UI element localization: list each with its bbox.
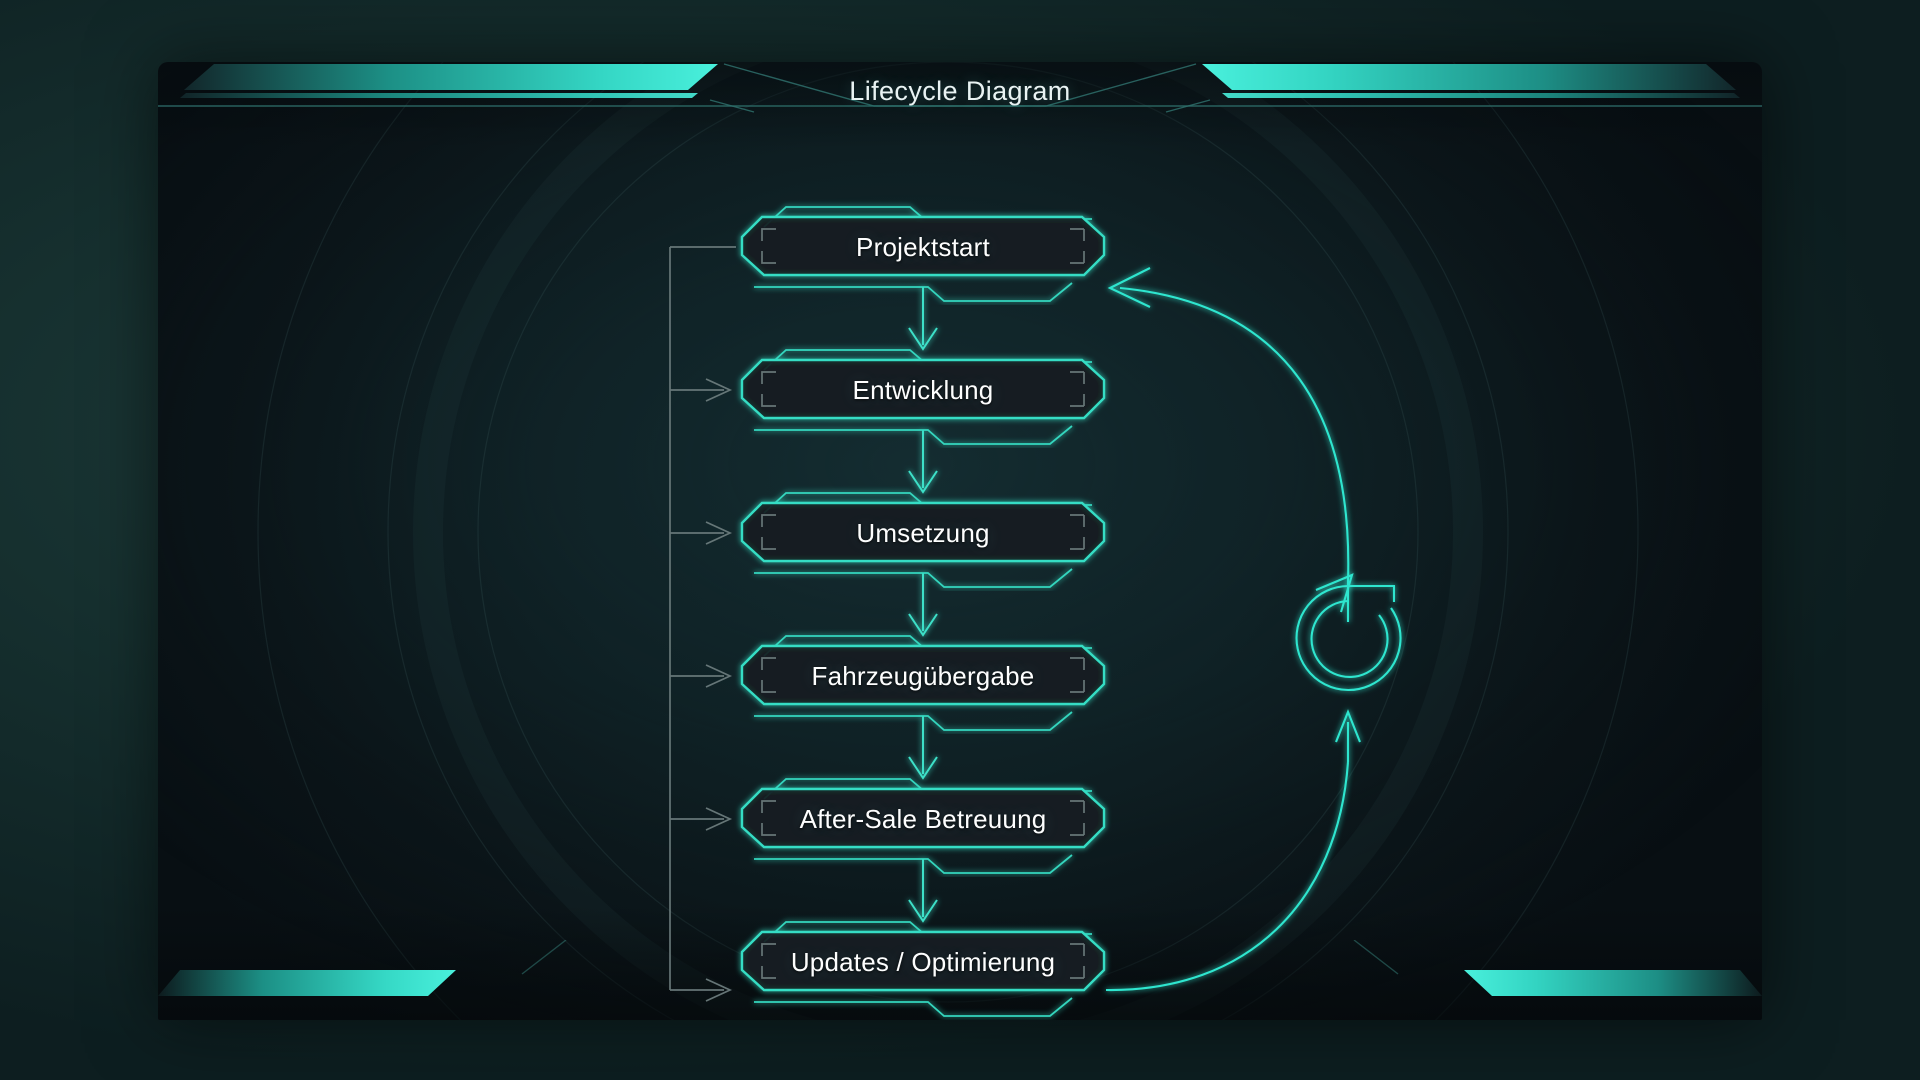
node-after-sale-betreuung[interactable]: After-Sale Betreuung [740,778,1106,874]
node-label: Fahrzeugübergabe [811,660,1035,691]
arrow-right-icon [705,378,733,1002]
node-frame [720,618,1126,734]
bottom-left-accent-bar [158,970,456,996]
flow-connectors [669,246,1402,1002]
panel-header: Lifecycle Diagram [158,62,1762,120]
circular-refresh-icon [1295,573,1402,692]
top-left-accent-bar [184,64,718,90]
arrow-down-icon [908,287,938,923]
side-rail [669,246,736,991]
bottom-right-accent-bar [1464,970,1762,996]
node-layer: Projektstart [158,62,1762,1020]
node-projektstart[interactable]: Projektstart [740,206,1106,302]
node-updates-optimierung[interactable]: Updates / Optimierung [740,921,1106,1017]
node-label: After-Sale Betreuung [799,803,1047,834]
node-entwicklung[interactable]: Entwicklung [740,349,1106,445]
node-label: Umsetzung [856,517,990,548]
node-frame [720,189,1126,305]
curved-loop-arrow-icon [1105,267,1361,992]
top-right-accent-bar [1202,64,1736,90]
node-frame [720,332,1126,448]
node-label: Entwicklung [852,374,994,405]
panel-footer [158,940,1762,996]
node-frame [720,904,1126,1020]
node-fahrzeuguebergabe[interactable]: Fahrzeugübergabe [740,635,1106,731]
page-title: Lifecycle Diagram [849,75,1071,106]
node-frame [720,475,1126,591]
node-label: Projektstart [856,231,990,262]
header-accent-graphics [158,63,1762,113]
node-label: Updates / Optimierung [790,946,1056,977]
diagram-panel: Lifecycle Diagram [158,62,1762,1020]
node-frame [720,761,1126,877]
node-umsetzung[interactable]: Umsetzung [740,492,1106,588]
